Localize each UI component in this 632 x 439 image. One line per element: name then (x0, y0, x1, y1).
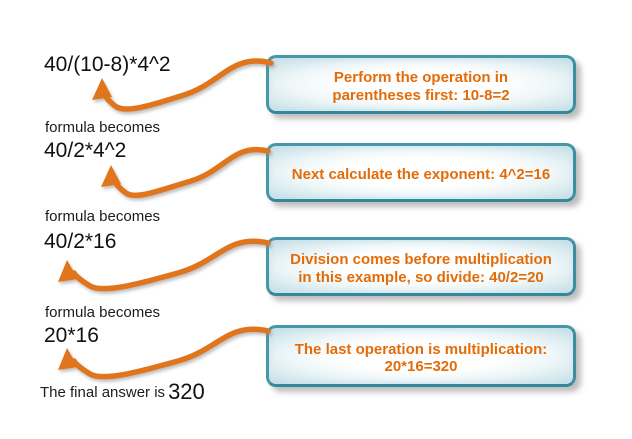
callout-text-line: Perform the operation in (333, 69, 509, 86)
curved-arrow-3 (58, 238, 271, 292)
transition-label-1: formula becomes (45, 119, 161, 136)
curved-arrow-4 (58, 326, 271, 380)
callout-text-line: The last operation is multiplication: (294, 340, 548, 358)
callout-text-line: Next calculate the exponent: 4^2=16 (291, 165, 551, 183)
arrow-curve (71, 326, 271, 380)
arrow-curve (71, 238, 271, 292)
arrowhead-icon (92, 78, 112, 100)
transition-label-3: formula becomes (45, 304, 161, 321)
formula-step-3: 40/2*16 (44, 230, 117, 253)
callout-box-division: Division comes before multiplication in … (266, 237, 576, 296)
final-answer-label: The final answer is (40, 384, 166, 401)
callout-box-multiplication: The last operation is multiplication: 20… (266, 325, 576, 387)
callout-box-exponent: Next calculate the exponent: 4^2=16 (266, 143, 576, 202)
arrow-curve (112, 146, 271, 199)
formula-step-4: 20*16 (44, 324, 99, 347)
callout-text-line: parentheses first: 10-8=2 (332, 86, 510, 104)
formula-step-1: 40/(10-8)*4^2 (44, 53, 171, 76)
final-answer-value: 320 (168, 379, 205, 404)
formula-step-2: 40/2*4^2 (44, 139, 127, 162)
callout-text-line: Division comes before multiplication (290, 251, 552, 268)
transition-label-2: formula becomes (45, 208, 161, 225)
curved-arrow-1 (92, 58, 274, 112)
arrow-curve (102, 58, 274, 112)
callout-text-line: in this example, so divide: 40/2=20 (298, 268, 544, 286)
callout-box-parentheses: Perform the operation in parentheses fir… (266, 55, 576, 114)
arrowhead-icon (101, 165, 121, 187)
arrowhead-icon (58, 348, 78, 370)
callout-text-line: 20*16=320 (384, 358, 458, 375)
curved-arrow-2 (101, 146, 271, 199)
arrowhead-icon (58, 260, 78, 282)
